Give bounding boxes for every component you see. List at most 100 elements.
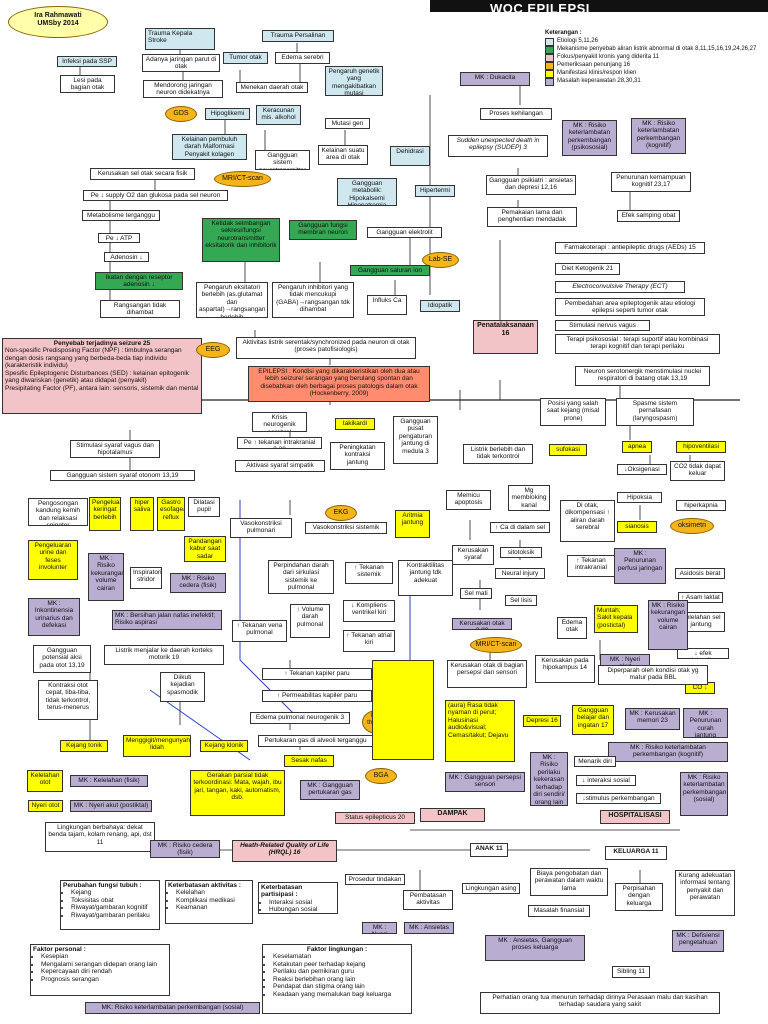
node-mendorong: Mendorong jaringan neuron didekatnya	[143, 80, 223, 98]
node-hrql: Heath-Related Quality of Life (HRQL) 16	[232, 840, 337, 862]
node-kontraksi-otot: Kontraksi otot cepat, tiba-tiba, tidak t…	[38, 680, 98, 720]
keterbatasan-aktivitas-list: Kelelahan Komplikasi medikasi Keamanan	[168, 889, 250, 911]
node-kelainan-suatu: Kelainan suatu area di otak	[318, 145, 368, 165]
node-mk-kelelahan: MK : Kelelahan (fisik)	[70, 775, 148, 787]
node-mk-ansietas-keluarga: MK : Ansietas, Gangguan proses keluarga	[485, 935, 585, 961]
faktor-personal-title: Faktor personal :	[33, 946, 86, 953]
node-hipoglikemi: Hipoglikemi	[205, 108, 250, 120]
node-pengosongan: Pengosongan kandung kemih dan relaksasi …	[28, 498, 88, 526]
list-item: Komplikasi medikasi	[176, 897, 250, 904]
legend-swatch	[545, 37, 554, 46]
author-oval: Ira Rahmawati UMSby 2014	[8, 6, 108, 38]
faktor-personal-box: Faktor personal : Kesepian Mengalami ser…	[30, 944, 170, 996]
node-kejang-tonik: Kejang tonik	[60, 740, 108, 752]
node-tekanan-vena: ↑ Tekanan vena pulmonal	[232, 620, 287, 642]
node-hospitalisasi: HOSPITALISASI	[600, 810, 670, 824]
node-mk-dukacita: MK : Dukacita	[460, 72, 530, 86]
node-di-otak-dikompensasi: Di otak, dikompensasi ↑ aliran darah ser…	[560, 500, 615, 542]
node-keluarga: KELUARGA 11	[605, 846, 667, 860]
legend-swatch	[545, 77, 554, 86]
node-pengaruh-eksitatori: Pengaruh eksitatori berlebih (as.glutama…	[196, 282, 268, 318]
list-item: Keadaan yang memalukan bagi keluarga	[273, 991, 409, 998]
legend-item: Pemeriksaan penunjang 16	[545, 61, 765, 70]
node-menarik-diri: Menarik diri	[574, 756, 616, 767]
keterbatasan-partisipasi-list: Interaksi sosial Hubungan sosial	[261, 899, 335, 913]
legend-swatch	[545, 61, 554, 70]
node-tekanan-sistemik: ↑ Tekanan sistemik	[345, 562, 393, 584]
list-item: Riwayat/gambaran kognitif	[71, 904, 157, 911]
node-listrik-menjalar: Listrik menjalar ke daerah korteks motor…	[104, 645, 224, 665]
list-item: Kesepian	[41, 953, 167, 960]
list-item: Kepercayaan diri rendah	[41, 968, 167, 975]
node-volume-darah: ↑ Volume darah pulmonal	[290, 604, 330, 638]
node-penurunan-kemampuan: Penurunan kemampuan kognitif 23,17	[611, 172, 691, 192]
list-item: Keselamatan	[273, 953, 409, 960]
node-farmakoterapi: Farmakoterapi : antiepileptic drugs (AED…	[555, 242, 705, 254]
node-mk-bersihan: MK : Bersihan jalan nafas inefektif; Ris…	[112, 610, 222, 630]
node-hiperkapnia: hiperkapnia	[676, 500, 726, 511]
node-listrik-berlebih: Listrik berlebih dan tidak terkontrol	[463, 444, 533, 464]
node-kerusakan-otak: Kerusakan otak 3,30	[452, 618, 512, 630]
node-pengaruh-genetik: Pengaruh genetik yang mengakibatkan muta…	[325, 66, 383, 96]
node-mk-ansietas: MK : Ansietas	[404, 922, 454, 934]
node-mk-gangguan-pertukaran: MK : Gangguan pertukaran gas	[300, 780, 360, 800]
node-edema-pulmonal: Edema pulmonal neurogenik 3	[250, 712, 350, 724]
list-item: Interaksi sosial	[269, 899, 335, 906]
node-diet-ketogenik: Diet Ketogenik 21	[555, 263, 620, 275]
list-item: Perilaku dan pemikiran guru	[273, 968, 409, 975]
node-kerusakan-syaraf: Kerusakan syaraf	[452, 545, 494, 565]
legend-label: Etiologi 5,11,26	[557, 37, 598, 44]
node-neuron-serotonergik: Neuron serotonergik menstimulasi nuclei …	[575, 366, 710, 386]
node-rangsangan: Rangsangan tidak dihambat	[100, 300, 180, 318]
author-org: UMSby 2014	[37, 19, 79, 27]
node-vasokonstriksi-sistemik: Vasokonstriksi sistemik	[305, 522, 387, 534]
keterbatasan-partisipasi-box: Keterbatasan partisipasi : Interaksi sos…	[258, 882, 338, 914]
node-permeabilitas: ↑ Permeabilitas kapiler paru	[262, 690, 372, 702]
legend: Keterangan : Etiologi 5,11,26 Mekanisme …	[545, 30, 765, 86]
legend-label: Fokus/penyakit kronis yang diderita 11	[557, 53, 659, 60]
node-status-epilepticus: Status epilepticus 20	[335, 812, 415, 824]
node-penatalaksanaan: Penatalaksanaan 16	[473, 320, 538, 354]
node-kompliens: ↓ Kompliens ventrikel kiri	[343, 600, 395, 622]
faktor-lingkungan-title: Faktor lingkungan :	[306, 946, 368, 953]
node-pengaruh-inhibitori: Pengaruh inhibitori yang tidak mencukupi…	[272, 282, 354, 318]
node-kerusakan-hipokampus: Kerusakan pada hipokampus 14	[535, 655, 595, 683]
node-prosedur-tindakan: Prosedur tindakan	[345, 874, 405, 885]
legend-title: Keterangan :	[545, 30, 582, 36]
node-sufokasi: sufokasi	[549, 444, 587, 456]
node-trauma-persalinan: Trauma Persalinan	[262, 30, 334, 42]
node-gangguan-fungsi-membran: Gangguan fungsi membran neuron	[289, 220, 357, 240]
keterbatasan-aktivitas-box: Keterbatasan aktivitas : Kelelahan Kompl…	[165, 880, 253, 924]
node-perpisahan: Perpisahan dengan keluarga	[615, 883, 663, 911]
node-kelelahan-otot: Kelelahan otot	[27, 770, 63, 792]
node-mg-membloking: Mg membloking kanal	[508, 485, 550, 511]
oksimetri-oval: oksimetri	[670, 518, 714, 534]
node-biaya-pengobatan: Biaya pengobatan dan perawatan dalam wak…	[530, 868, 608, 896]
node-idiopatik: Idiopatik	[420, 300, 460, 312]
node-diikuti-spasmodik: Diikuti kejadian spasmodik	[160, 672, 205, 702]
node-ketidak-seimbangan: Ketidak seimbangan sekresi/fungsi neurot…	[202, 218, 280, 262]
node-aura: (aura) Rasa tidak nyaman di perut; Halus…	[445, 700, 515, 762]
node-mk-nyeri: MK : Nyeri	[362, 922, 397, 934]
node-mutasi-gen: Mutasi gen	[325, 118, 370, 129]
node-sel-mati: Sel mati	[460, 588, 492, 599]
legend-label: Mekanisme penyebab aliran listrik abnorm…	[557, 45, 757, 52]
node-tekanan-intrakranial2: ↑ Tekanan intrakranial	[567, 555, 615, 577]
faktor-lingkungan-list: Keselamatan Ketakutan peer terhadap keja…	[265, 953, 409, 998]
node-gangguan-potensial: Gangguan potensial aksi pada otot 13,19	[33, 645, 91, 673]
node-pe-atp: Pe ↓ ATP	[98, 233, 140, 243]
node-mk-kerusakan-memori: MK : Kerusakan memori 23	[625, 708, 680, 730]
node-perpindahan-darah: Perpindahan darah dari sirkulasi sistemi…	[268, 560, 334, 594]
legend-item: Masalah keperawatan 28,30,31	[545, 77, 765, 86]
node-efek-samping: Efek samping obat	[617, 210, 680, 222]
node-sudep: Sudden unexpected death in epilepsy (SUD…	[448, 135, 548, 157]
node-mk-risiko-kognitif2: MK : Risiko keterlambatan perkembangan (…	[608, 742, 728, 762]
legend-item: Mekanisme penyebab aliran listrik abnorm…	[545, 45, 765, 54]
node-keracunan: Keracunan mis. alkohol	[256, 105, 301, 125]
node-sianosis: sianosis	[617, 521, 657, 533]
list-item: Kejang	[71, 889, 157, 896]
node-pe-supply: Pe ↓ supply O2 dan glukosa pada sel neur…	[83, 190, 228, 201]
node-memicu-apoptosis: Memicu apoptosis	[446, 490, 491, 510]
node-trauma-stroke: Trauma Kepala Stroke	[145, 28, 215, 50]
mri-ct-oval-2: MRI/CT-scan	[470, 637, 522, 653]
